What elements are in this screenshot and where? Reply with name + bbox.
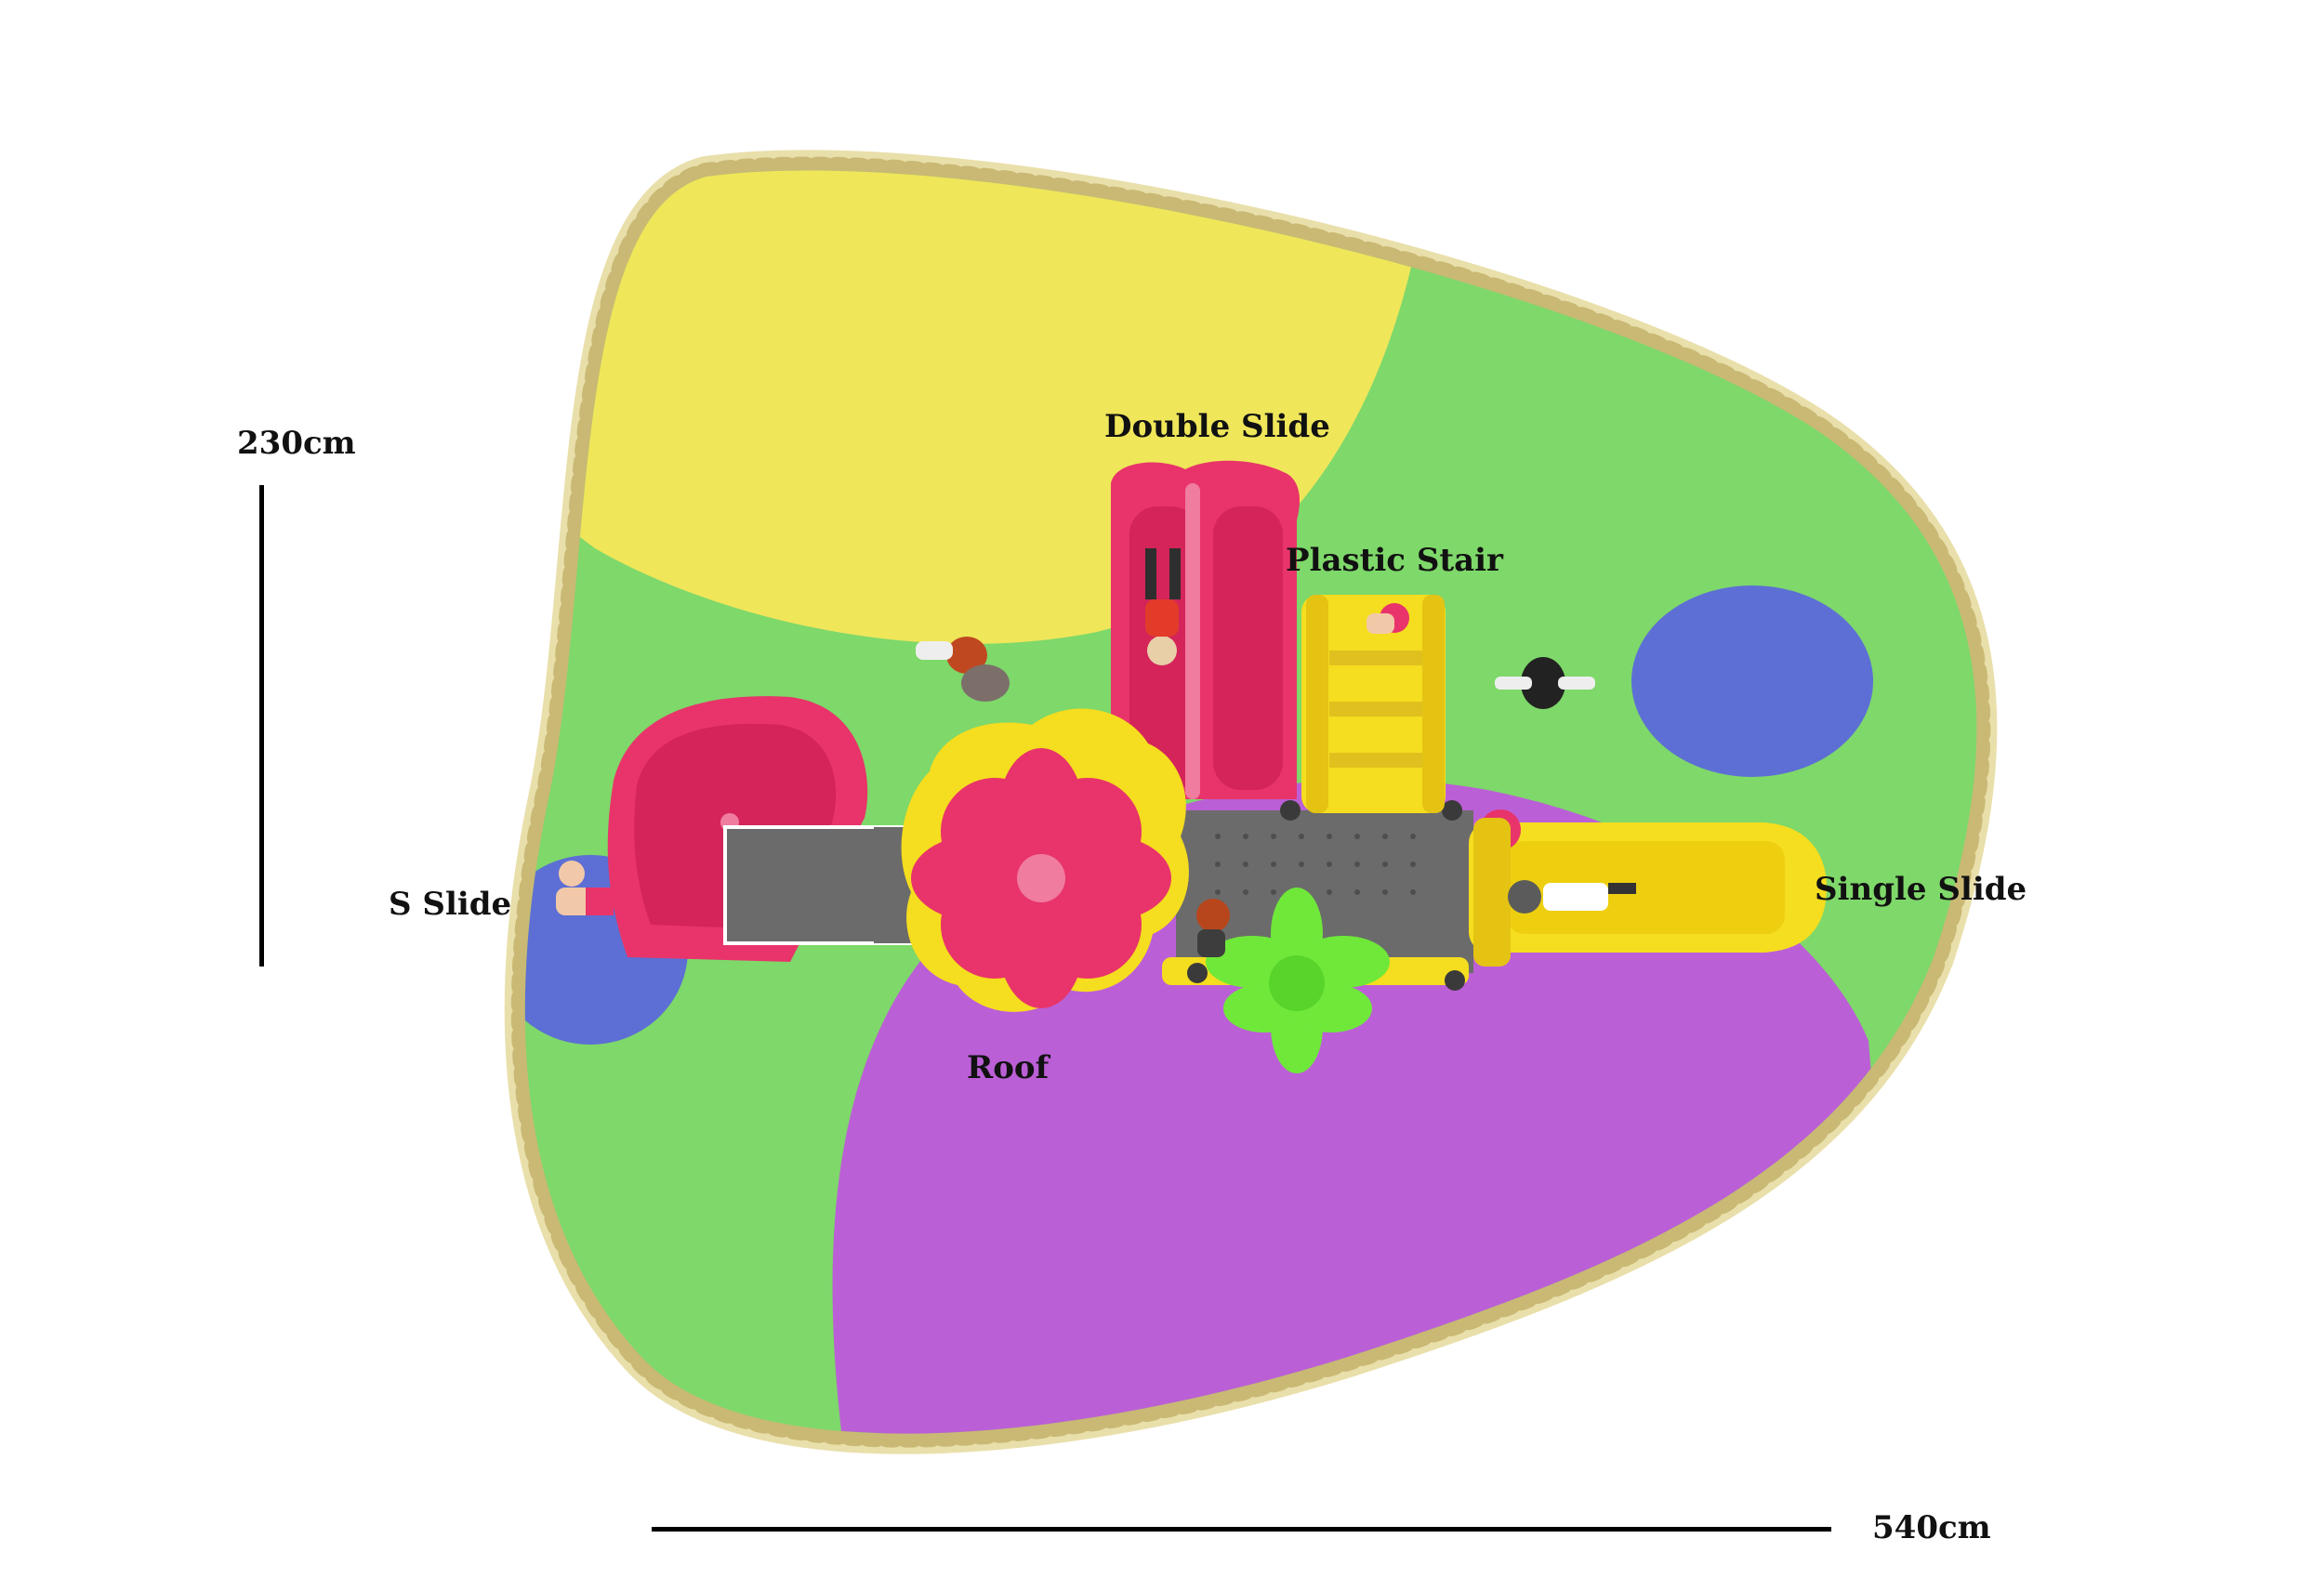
roof (901, 708, 1189, 1012)
label-double-slide: Double Slide (1104, 408, 1330, 445)
child-figures (556, 548, 1636, 957)
label-s-slide: S Slide (389, 886, 512, 923)
child-on-double-slide (1145, 548, 1181, 665)
child-on-deck (1196, 899, 1230, 957)
child-on-s-slide (556, 861, 614, 915)
label-single-slide: Single Slide (1815, 871, 2027, 908)
child-on-stair (1367, 603, 1409, 634)
child-on-single-slide (1508, 880, 1636, 914)
width-dimension-label: 540cm (1872, 1509, 1991, 1546)
plastic-stair (1301, 595, 1446, 813)
green-flower (1206, 888, 1390, 1073)
deck-posts (1187, 800, 1465, 991)
label-plastic-stair: Plastic Stair (1286, 542, 1503, 579)
width-dimension-line (652, 1527, 1831, 1532)
child-near-yellow-area (916, 637, 1010, 702)
height-dimension-line (259, 485, 264, 967)
height-dimension-label: 230cm (237, 425, 356, 462)
child-near-blue-area (1495, 657, 1595, 709)
label-roof: Roof (967, 1049, 1050, 1086)
blue-surface-right (1631, 585, 1873, 777)
